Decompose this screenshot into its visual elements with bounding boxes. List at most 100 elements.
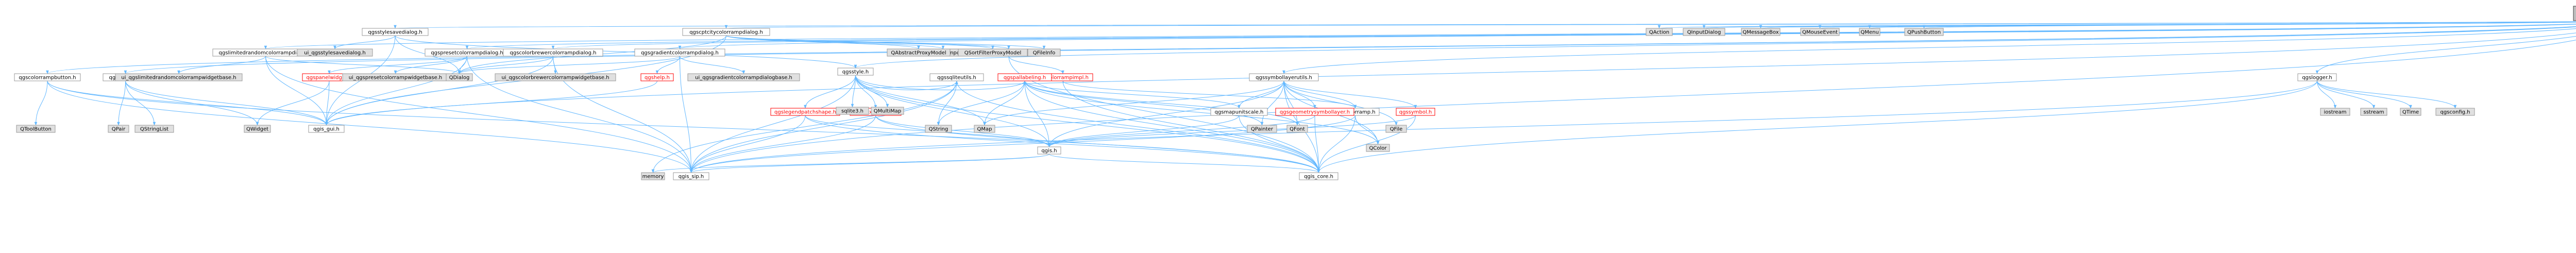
node-label: QString bbox=[929, 127, 948, 132]
node-label: QColor bbox=[1369, 146, 1387, 151]
node-sqlutils[interactable]: qgssqliteutils.h bbox=[929, 73, 984, 81]
node-qfileinfo: QFileInfo bbox=[1027, 48, 1061, 57]
node-box bbox=[887, 48, 951, 57]
node-label: ui_qgslimitedrandomcolorrampwidgetbase.h bbox=[121, 75, 236, 81]
edge-qgis-to-memory bbox=[651, 154, 1049, 173]
edge-symbollayerutils-to-colorramp bbox=[1283, 80, 1357, 109]
edge-panelwidget-to-qwidget bbox=[256, 80, 330, 126]
edge-symbollayerutils-to-symbol bbox=[1283, 80, 1417, 109]
node-brewer[interactable]: qgscolorbrewercolorrampdialog.h bbox=[503, 48, 603, 57]
node-box bbox=[925, 125, 952, 133]
node-help[interactable]: qgshelp.h bbox=[640, 73, 674, 81]
edge-root-to-qgissip bbox=[689, 40, 2576, 173]
node-symbol[interactable]: qgssymbol.h bbox=[1396, 108, 1435, 116]
edge-colorrampbtn-to-qgissip bbox=[47, 80, 693, 173]
node-label: ui_qgspresetcolorrampwidgetbase.h bbox=[349, 75, 443, 81]
node-box bbox=[682, 28, 770, 36]
node-root[interactable]: /build/qgis-3.36.0/src/gui/qgscolorrampb… bbox=[2573, 6, 2576, 21]
node-style[interactable]: qgsstyle.h bbox=[837, 68, 874, 76]
node-colorrampbtn[interactable]: qgscolorrampbutton.h bbox=[14, 73, 81, 81]
node-label: ui_qgsgradientcolorrampdialogbase.h bbox=[695, 75, 792, 81]
node-box bbox=[495, 73, 616, 81]
node-qwidget: QWidget bbox=[244, 125, 271, 133]
node-logger[interactable]: qgslogger.h bbox=[2297, 73, 2337, 81]
node-box bbox=[687, 73, 800, 81]
edge-presetramp-to-ui_preset bbox=[394, 56, 467, 74]
node-box bbox=[2400, 108, 2421, 116]
node-ui_brewer: ui_qgscolorbrewercolorrampwidgetbase.h bbox=[495, 73, 616, 81]
node-label: qgslogger.h bbox=[2302, 75, 2332, 81]
edge-guiutils-to-qwidget bbox=[125, 80, 259, 126]
edge-symbol-to-qgis bbox=[1047, 115, 1416, 147]
node-box bbox=[244, 125, 271, 133]
node-label: QFile bbox=[1390, 127, 1403, 132]
node-label: QMenu bbox=[1860, 30, 1878, 36]
edge-symbollayerutils-to-geomsymbol bbox=[1283, 80, 1316, 109]
edge-style-to-sqlutils bbox=[855, 75, 958, 91]
node-ui_limited: ui_qgslimitedrandomcolorrampwidgetbase.h bbox=[115, 73, 243, 81]
node-box bbox=[1904, 28, 1944, 36]
edge-mapunitscale-to-qgiscore bbox=[1239, 115, 1320, 173]
node-qgiscore[interactable]: qgis_core.h bbox=[1299, 172, 1338, 180]
node-memory: memory bbox=[641, 172, 665, 180]
node-label: qgspresetcolorrampdialog.h bbox=[431, 50, 503, 56]
edge-root-to-guiutils bbox=[124, 26, 2576, 74]
node-qfont: QFont bbox=[1286, 125, 1308, 133]
node-qgsconfig: qgsconfig.h bbox=[2435, 108, 2475, 116]
node-label: QPainter bbox=[1251, 127, 1274, 132]
node-box bbox=[14, 73, 81, 81]
node-labeling[interactable]: qgspallabeling.h bbox=[997, 73, 1052, 81]
node-label: qgis_gui.h bbox=[313, 127, 340, 132]
edge-sqlutils-to-qgissip bbox=[689, 80, 957, 173]
edge-style-to-qgis bbox=[855, 75, 1051, 147]
node-stylesave[interactable]: qgsstylesavedialog.h bbox=[362, 28, 429, 36]
node-presetramp[interactable]: qgspresetcolorrampdialog.h bbox=[425, 48, 510, 57]
node-qgis[interactable]: qgis.h bbox=[1037, 146, 1061, 155]
edge-help-to-qgisgui bbox=[325, 80, 657, 126]
node-legendpatch[interactable]: qgslegendpatchshape.h bbox=[770, 108, 840, 116]
edge-logger-to-qgissip bbox=[689, 80, 2317, 173]
node-label: QInputDialog bbox=[1687, 30, 1721, 36]
edge-sqlutils-to-qgiscore bbox=[956, 80, 1320, 173]
edge-root-to-qmenu bbox=[1869, 22, 2576, 29]
node-label: QMessageBox bbox=[1742, 30, 1778, 36]
edge-colorramp-to-qgiscore bbox=[1317, 115, 1355, 173]
node-box bbox=[108, 125, 129, 133]
node-label: QFileInfo bbox=[1033, 50, 1056, 56]
edge-symbollayerutils-to-qmap bbox=[983, 80, 1284, 126]
node-qpainter: QPainter bbox=[1247, 125, 1277, 133]
node-label: qgis.h bbox=[1041, 148, 1057, 154]
node-qgissip[interactable]: qgis_sip.h bbox=[673, 172, 709, 180]
node-label: QTime bbox=[2402, 110, 2419, 115]
node-box bbox=[1741, 28, 1781, 36]
node-box bbox=[2297, 73, 2337, 81]
edge-style-to-qgissip bbox=[689, 75, 856, 173]
node-qaction: QAction bbox=[1646, 28, 1673, 36]
node-box bbox=[640, 73, 674, 81]
node-mapunitscale[interactable]: qgsmapunitscale.h bbox=[1210, 108, 1268, 116]
edge-mapunitscale-to-qgis bbox=[1047, 115, 1240, 147]
node-box bbox=[2435, 108, 2475, 116]
edge-symbollayerutils-to-qpainter bbox=[1260, 80, 1284, 126]
edge-colorramp-to-qgissip bbox=[689, 115, 1355, 173]
node-geomsymbol[interactable]: qgsgeometrysymbollayer.h bbox=[1275, 108, 1354, 116]
edge-sqlutils-to-memory bbox=[651, 80, 957, 173]
edge-colorrampbtn-to-qtoolbutton bbox=[34, 80, 48, 126]
node-label: qgssymbollayerutils.h bbox=[1256, 75, 1312, 81]
node-gradient[interactable]: qgsgradientcolorrampdialog.h bbox=[634, 48, 725, 57]
edge-cptcity-to-qabsproxy bbox=[726, 35, 920, 49]
edge-logger-to-qgsconfig bbox=[2317, 80, 2457, 109]
node-ui_preset: ui_qgspresetcolorrampwidgetbase.h bbox=[342, 73, 449, 81]
node-qgisgui[interactable]: qgis_gui.h bbox=[308, 125, 345, 133]
node-box bbox=[871, 107, 904, 115]
node-layer: /build/qgis-3.36.0/src/gui/qgscolorrampb… bbox=[14, 6, 2576, 180]
edge-labeling-to-qmap bbox=[983, 80, 1025, 126]
edge-symbollayerutils-to-qfont bbox=[1283, 80, 1299, 126]
node-label: qgscolorbrewercolorrampdialog.h bbox=[510, 50, 597, 56]
node-label: qgis_core.h bbox=[1304, 174, 1333, 180]
edge-rampprompt-to-colorramp bbox=[1062, 80, 1357, 109]
edge-labeling-to-qgiscore bbox=[1024, 80, 1320, 173]
node-cptcity[interactable]: qgscptcitycolorrampdialog.h bbox=[682, 28, 770, 36]
node-box bbox=[1275, 108, 1354, 116]
node-symbollayerutils[interactable]: qgssymbollayerutils.h bbox=[1249, 73, 1319, 81]
